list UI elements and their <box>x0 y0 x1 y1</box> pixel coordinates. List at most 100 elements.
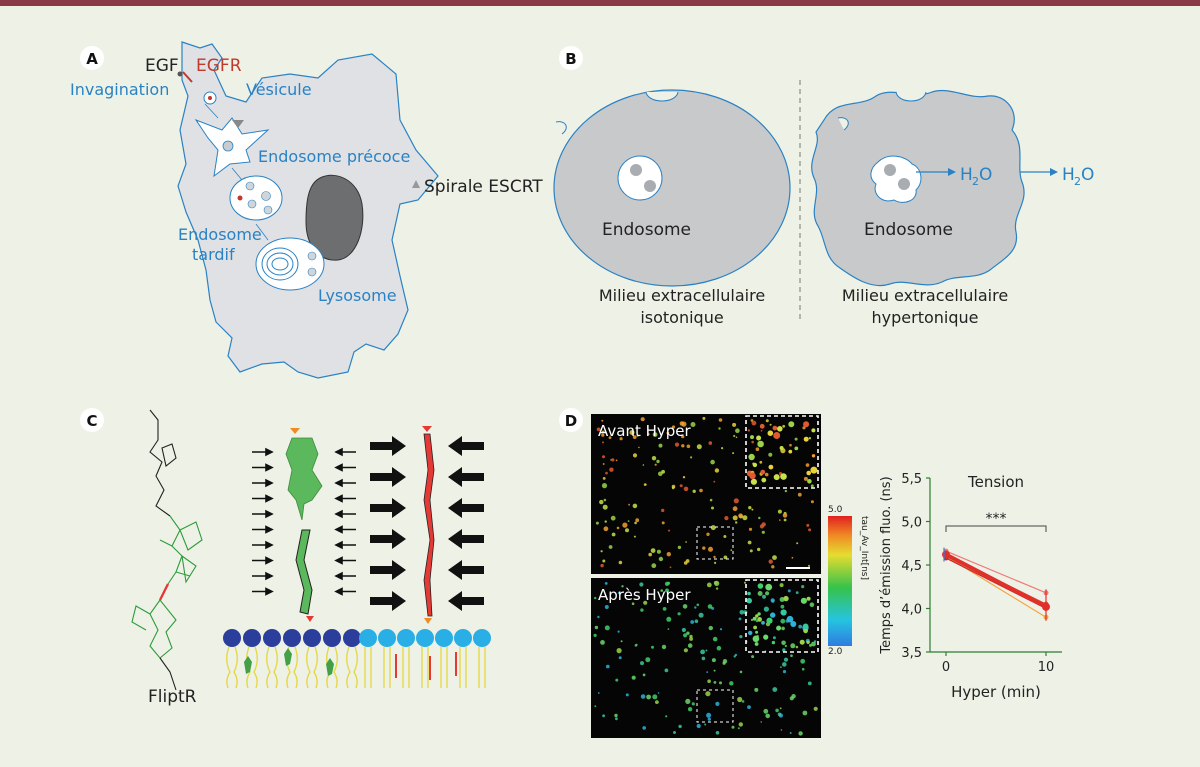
inset-spot <box>761 620 765 625</box>
fluorescence-spot <box>747 540 752 545</box>
fluorescence-spot <box>715 701 720 707</box>
fluorescence-spot <box>809 602 815 607</box>
fluorescence-spot <box>681 435 685 439</box>
inset-spot <box>776 625 782 631</box>
inset-spot <box>757 612 761 616</box>
inset-spot <box>786 615 794 623</box>
fluorescence-spot <box>813 706 818 711</box>
fluorescence-spot <box>768 452 773 457</box>
inset-spot <box>765 583 773 591</box>
panel-b-letter: B <box>565 50 576 68</box>
inset-spot <box>806 596 811 601</box>
label-endosome-tardif-2: tardif <box>192 245 235 264</box>
lipid-head <box>343 629 361 647</box>
fluorescence-spot <box>718 427 721 430</box>
fluorescence-spot <box>807 681 812 686</box>
colorbar <box>828 516 852 646</box>
membrane-disordered <box>223 629 361 689</box>
fluorescence-spot <box>609 467 614 472</box>
fluorescence-spot <box>779 707 782 710</box>
fluorescence-spot <box>683 633 688 638</box>
fluorescence-spot <box>658 556 664 562</box>
isotonic-cell <box>553 89 791 287</box>
fluorescence-spot <box>802 710 808 716</box>
lipid-tail <box>266 646 271 689</box>
inset-spot <box>763 634 769 640</box>
panel-c-letter: C <box>86 412 97 430</box>
fluorescence-spot <box>739 610 745 615</box>
fluorescence-spot <box>600 563 604 568</box>
fluorescence-spot <box>742 515 748 521</box>
arrow-small-right <box>252 525 274 534</box>
inset-spot <box>748 630 753 636</box>
fluorescence-spot <box>723 555 728 560</box>
fluorescence-spot <box>751 508 754 511</box>
colorbar-min: 2.0 <box>828 647 843 657</box>
inset-spot <box>800 597 808 604</box>
mean-point <box>942 550 950 559</box>
fluorescence-spot <box>666 616 672 622</box>
fluorescence-spot <box>714 561 717 565</box>
fluorescence-spot <box>632 435 637 439</box>
fluorescence-spot <box>789 732 792 734</box>
fluorescence-spot <box>657 692 660 694</box>
inset-spot <box>747 591 751 596</box>
fluorescence-spot <box>604 520 607 523</box>
fluorescence-spot <box>600 640 605 645</box>
lipid-head <box>435 629 453 647</box>
inset-spot <box>788 421 795 428</box>
isotonic-ilv-1 <box>630 164 642 176</box>
fluorescence-spot <box>706 532 710 536</box>
fluorescence-spot <box>640 417 645 422</box>
fluorescence-spot <box>782 424 786 428</box>
fluorescence-spot <box>782 670 787 674</box>
panel-a: A EGF EGFR Invagination Vé <box>70 41 543 379</box>
fluorescence-spot <box>602 714 605 718</box>
fluorescence-spot <box>805 463 810 467</box>
fluorescence-spot <box>593 633 597 638</box>
fluorescence-spot <box>665 715 668 718</box>
fluorescence-spot <box>713 681 717 684</box>
fluorescence-spot <box>789 696 794 701</box>
fluorescence-spot <box>700 649 705 655</box>
fluorescence-spot <box>723 535 727 538</box>
arrow-small-left <box>334 587 356 596</box>
egfr-mark <box>182 71 193 83</box>
lipid-tail <box>333 646 338 689</box>
label-iso-line1: Milieu extracellulaire <box>599 286 765 305</box>
fliptr-molecule <box>131 409 203 691</box>
fluorescence-spot <box>632 503 638 509</box>
fluorescence-spot <box>795 591 799 594</box>
fluorescence-spot <box>685 541 687 543</box>
panel-c-badge <box>80 408 104 432</box>
fluorescence-spot <box>694 619 699 623</box>
hypertonic-endosome <box>870 155 922 203</box>
inset-spot <box>799 639 805 645</box>
fluorescence-spot <box>661 521 665 525</box>
image-after-spots <box>593 580 818 736</box>
fluorescence-spot <box>646 694 651 700</box>
lipid-head <box>323 629 341 647</box>
fluorescence-spot <box>787 589 791 593</box>
lipid-head <box>263 629 281 647</box>
label-hyper-line1: Milieu extracellulaire <box>842 286 1008 305</box>
fluorescence-spot <box>596 427 601 432</box>
fluorescence-spot <box>764 472 769 477</box>
arrow-small-right <box>252 571 274 581</box>
fluorescence-spot <box>602 559 606 563</box>
inset-spot <box>749 472 756 480</box>
inset-spot <box>780 473 787 480</box>
arrow-large-left <box>448 560 484 580</box>
inset-spot <box>757 583 764 589</box>
inset-spot <box>773 474 780 481</box>
isotonic-notch <box>555 121 567 135</box>
arrow-large-left <box>448 529 484 549</box>
fluorescence-spot <box>632 453 638 458</box>
arrow-late-lysosome <box>255 223 269 241</box>
inset-spot <box>752 462 758 468</box>
inset-spot <box>811 428 816 433</box>
significance-label: *** <box>986 511 1007 527</box>
fluorescence-spot <box>777 712 782 717</box>
fluorescence-spot <box>642 673 646 677</box>
fluorescence-spot <box>713 480 716 483</box>
